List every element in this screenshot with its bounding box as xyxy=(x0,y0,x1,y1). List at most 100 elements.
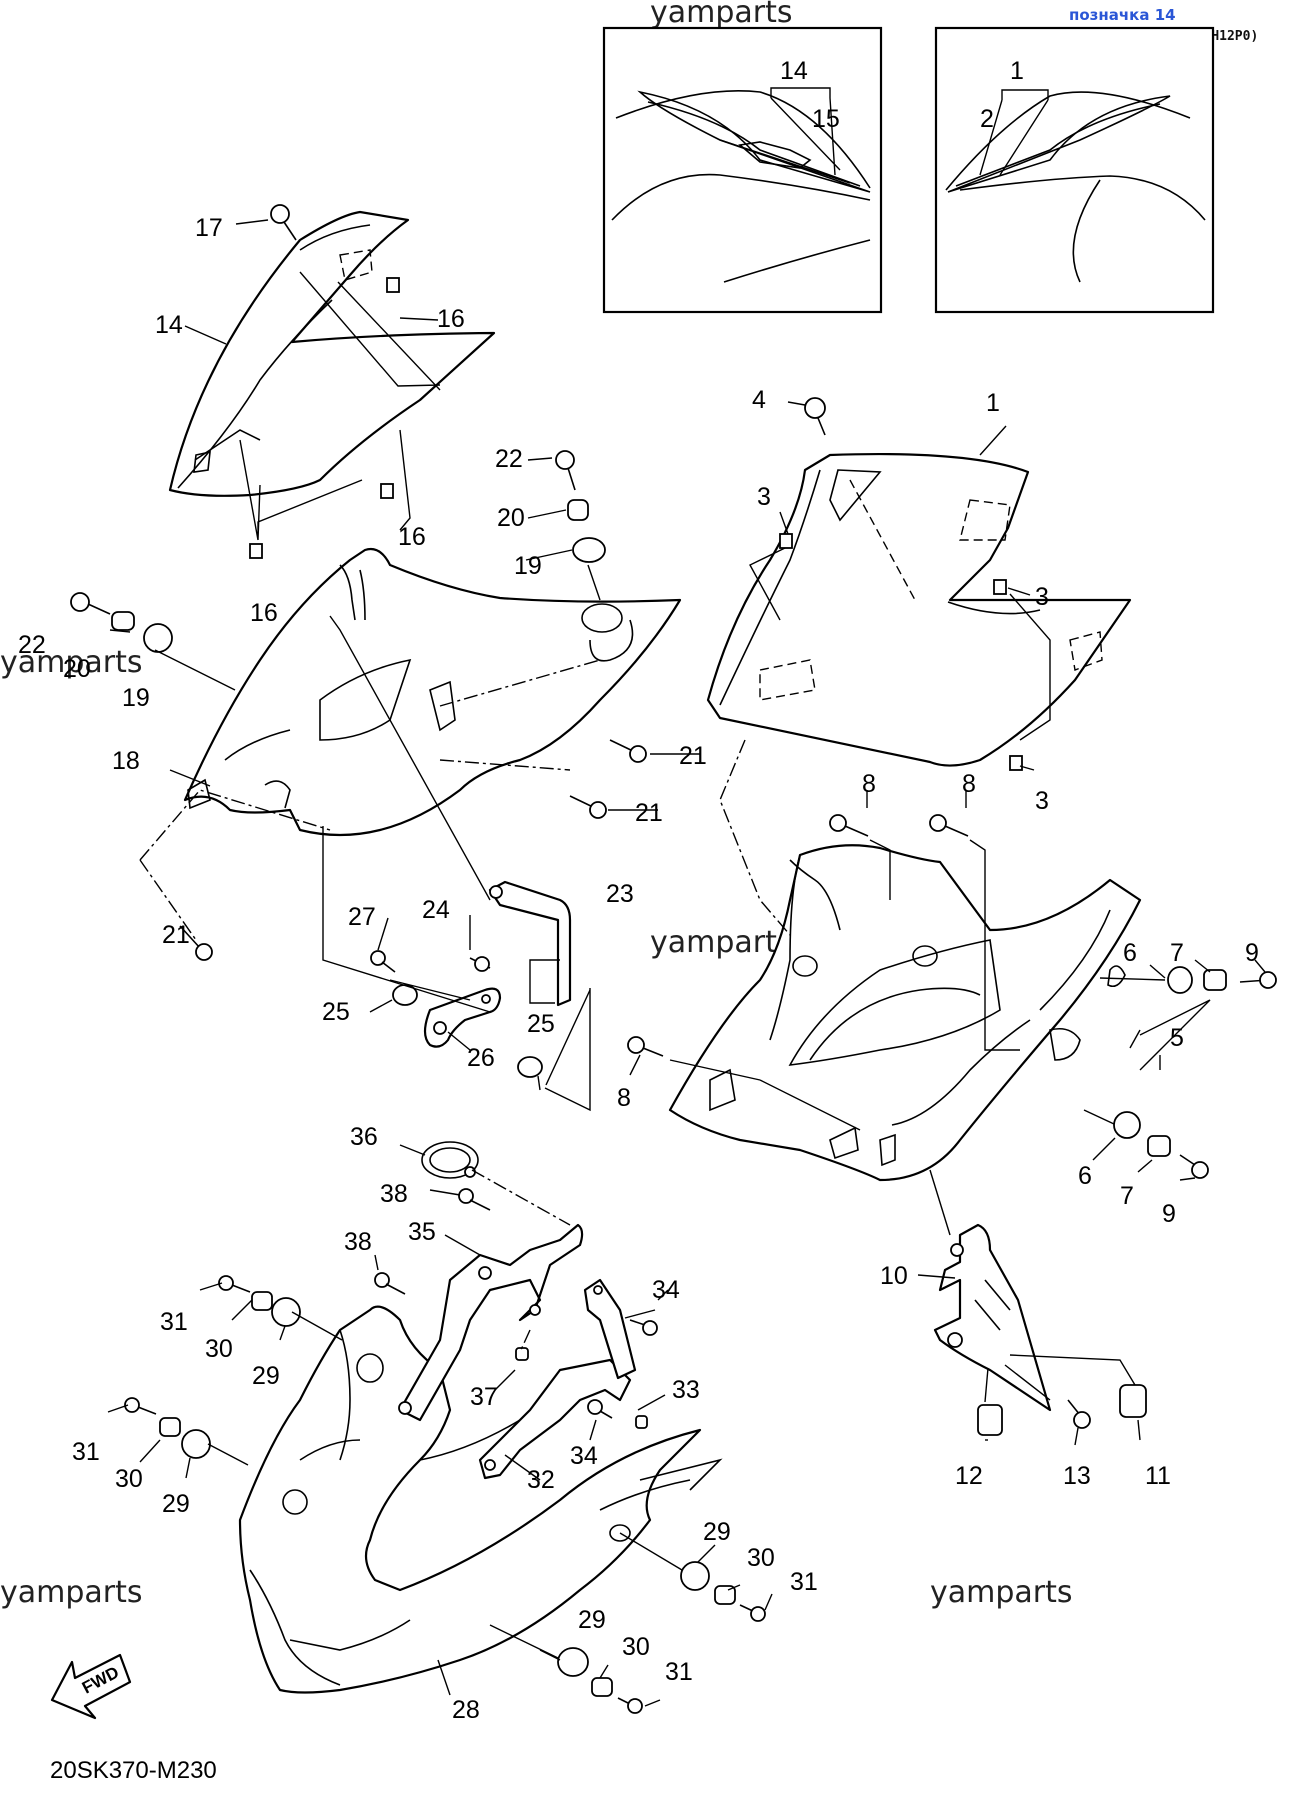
side-panel-right xyxy=(668,844,1142,1182)
callout-22-a: 22 xyxy=(495,445,523,473)
grommet-29-c xyxy=(680,1561,710,1591)
callout-18: 18 xyxy=(112,747,140,775)
detail-box-left: 14 15 xyxy=(602,26,883,314)
nut-3-b xyxy=(993,579,1007,595)
bracket-10 xyxy=(933,1223,1052,1412)
callout-24: 24 xyxy=(422,896,450,924)
callout-8-b: 8 xyxy=(962,770,976,798)
bracket-23 xyxy=(488,880,572,1007)
detail-right-label-1: 1 xyxy=(1010,57,1024,85)
bolt-38-a xyxy=(458,1188,491,1211)
bolt-22-left xyxy=(70,592,111,615)
callout-20-b: 20 xyxy=(63,655,91,683)
callout-10: 10 xyxy=(880,1262,908,1290)
callout-1: 1 xyxy=(986,389,1000,417)
nut-3-c xyxy=(1009,755,1023,771)
bolt-34-a xyxy=(629,1319,658,1336)
header-label: позначка 14 xyxy=(1069,6,1176,24)
callout-38-a: 38 xyxy=(380,1180,408,1208)
callout-19-b: 19 xyxy=(122,684,150,712)
callout-3-c: 3 xyxy=(1035,787,1049,815)
collar-11 xyxy=(1119,1384,1147,1418)
leader-lines xyxy=(107,219,1266,1707)
bolt-31-c xyxy=(739,1604,766,1622)
callout-34-b: 34 xyxy=(570,1442,598,1470)
screw-8-c xyxy=(627,1036,664,1057)
callout-25-a: 25 xyxy=(322,998,350,1026)
detail-right-label-2: 2 xyxy=(980,105,994,133)
callout-30-d: 30 xyxy=(622,1633,650,1661)
detail-box-right: 1 2 xyxy=(934,26,1215,314)
callout-35: 35 xyxy=(408,1218,436,1246)
callout-11: 11 xyxy=(1145,1462,1171,1490)
bolt-31-d xyxy=(617,1697,643,1714)
callout-29-d: 29 xyxy=(578,1606,606,1634)
bolt-24 xyxy=(469,956,491,972)
callout-21-b: 21 xyxy=(635,799,663,827)
collar-30-b xyxy=(159,1417,181,1437)
callout-29-a: 29 xyxy=(252,1362,280,1390)
callout-31-c: 31 xyxy=(790,1568,818,1596)
watermark-top: yamparts xyxy=(650,0,793,30)
callout-8-c: 8 xyxy=(617,1084,631,1112)
grommet-29-d xyxy=(557,1647,589,1677)
callout-6-b: 6 xyxy=(1078,1162,1092,1190)
watermark-right-lower: yamparts xyxy=(930,1575,1073,1610)
callout-16-b: 16 xyxy=(398,523,426,551)
nut-3-a xyxy=(779,533,793,549)
watermark-left-lower: yamparts xyxy=(0,1575,143,1610)
grommet-19-left xyxy=(143,623,173,653)
bolt-17 xyxy=(270,204,297,241)
collar-30-c xyxy=(714,1585,736,1605)
callout-23: 23 xyxy=(606,880,634,908)
callout-20-a: 20 xyxy=(497,504,525,532)
stay-26 xyxy=(423,987,502,1048)
bolt-34-b xyxy=(587,1399,613,1419)
callout-8-a: 8 xyxy=(862,770,876,798)
callout-29-b: 29 xyxy=(162,1490,190,1518)
bolt-9-a xyxy=(1239,971,1277,989)
callout-30-c: 30 xyxy=(747,1544,775,1572)
watermark-left-upper: yamparts xyxy=(0,645,143,680)
screw-8-a xyxy=(829,814,869,837)
side-cover-left xyxy=(168,210,496,497)
callout-26: 26 xyxy=(467,1044,495,1072)
collar-20-left xyxy=(111,611,135,631)
screw-21-b xyxy=(569,795,607,819)
callout-21-c: 21 xyxy=(162,921,190,949)
grommet-6-b xyxy=(1113,1111,1141,1139)
collar-12 xyxy=(977,1404,1003,1436)
bolt-13 xyxy=(1067,1399,1091,1429)
callout-25-b: 25 xyxy=(527,1010,555,1038)
callout-29-c: 29 xyxy=(703,1518,731,1546)
callout-37: 37 xyxy=(470,1383,498,1411)
callout-4: 4 xyxy=(752,386,766,414)
callout-36: 36 xyxy=(350,1123,378,1151)
callout-16-a: 16 xyxy=(437,305,465,333)
grommet-19-upper xyxy=(572,537,606,563)
screw-8-b xyxy=(929,814,969,837)
inner-panel-left xyxy=(183,547,682,837)
callout-6-a: 6 xyxy=(1123,939,1137,967)
callout-14: 14 xyxy=(155,311,183,339)
nut-33 xyxy=(635,1415,648,1429)
callout-27: 27 xyxy=(348,903,376,931)
bolt-38-b xyxy=(374,1272,406,1295)
diagram-code: 20SK370-M230 xyxy=(50,1757,217,1784)
callout-38-b: 38 xyxy=(344,1228,372,1256)
clamp-36 xyxy=(421,1141,479,1179)
grommet-29-a xyxy=(271,1297,301,1327)
callout-19-a: 19 xyxy=(514,552,542,580)
bracket-35 xyxy=(398,1223,584,1422)
nut-16-b xyxy=(380,483,394,499)
bolt-31-a xyxy=(218,1275,251,1293)
fwd-arrow-icon: FWD xyxy=(50,1653,132,1720)
bolt-4 xyxy=(804,397,826,436)
watermark-center: yamparts xyxy=(650,925,793,960)
callout-5: 5 xyxy=(1170,1024,1184,1052)
callout-30-b: 30 xyxy=(115,1465,143,1493)
upper-cover-right xyxy=(706,452,1132,767)
callout-9-a: 9 xyxy=(1245,939,1259,967)
bracket-32 xyxy=(478,1278,637,1480)
